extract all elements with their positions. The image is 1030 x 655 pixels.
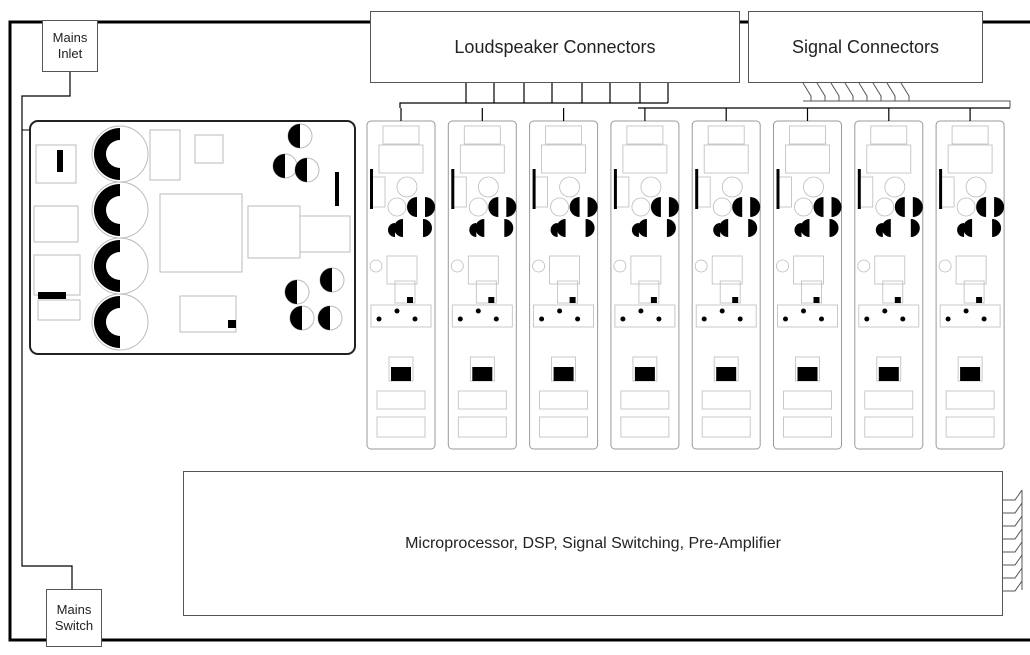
amp-module <box>692 121 760 449</box>
signal-connectors-block: Signal Connectors <box>748 11 983 83</box>
mains-inlet: Mains Inlet <box>42 20 98 72</box>
signal-connectors-label: Signal Connectors <box>792 37 939 58</box>
processor-block-label: Microprocessor, DSP, Signal Switching, P… <box>405 535 781 553</box>
amp-module <box>855 121 923 449</box>
processor-wiring <box>1003 490 1022 591</box>
mains-switch-label: Mains Switch <box>55 602 93 634</box>
loudspeaker-wiring <box>400 83 1010 121</box>
power-supply-board <box>30 121 355 354</box>
amp-module <box>530 121 598 449</box>
loudspeaker-connectors-label: Loudspeaker Connectors <box>454 37 655 58</box>
loudspeaker-connectors-block: Loudspeaker Connectors <box>370 11 740 83</box>
amplifier-modules <box>367 121 1004 449</box>
amp-module <box>367 121 435 449</box>
mains-switch: Mains Switch <box>46 589 102 647</box>
amp-module <box>774 121 842 449</box>
amp-module <box>611 121 679 449</box>
processor-block: Microprocessor, DSP, Signal Switching, P… <box>183 471 1003 616</box>
signal-wiring <box>803 83 1010 108</box>
amp-module <box>448 121 516 449</box>
mains-inlet-label: Mains Inlet <box>53 30 88 62</box>
amp-module <box>936 121 1004 449</box>
